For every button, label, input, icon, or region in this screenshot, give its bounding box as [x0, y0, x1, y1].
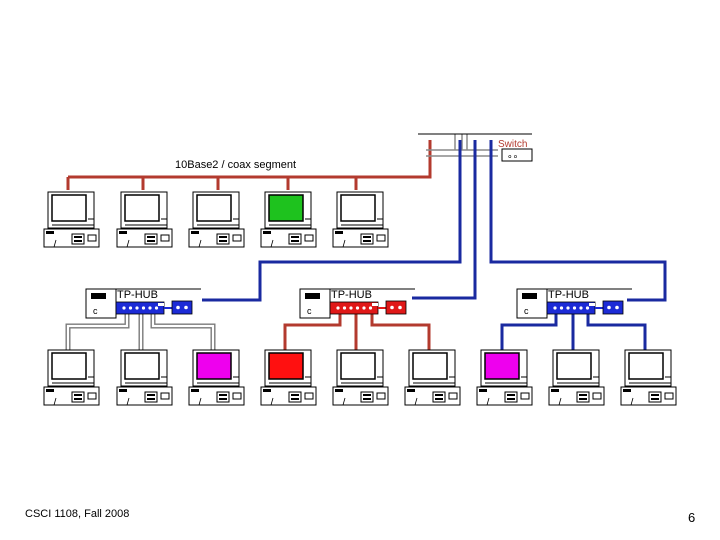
computer-bottom-7 [476, 349, 533, 406]
footer-course: CSCI 1108, Fall 2008 [25, 508, 130, 520]
monitor-screen [268, 194, 304, 222]
switch-device: ∘∘ [418, 133, 533, 162]
hub3-link-3 [586, 305, 647, 350]
computer-top-3 [188, 191, 245, 248]
network-cables [65, 134, 667, 350]
monitor-screen [340, 352, 376, 380]
monitor-screen [124, 352, 160, 380]
svg-text:c: c [524, 306, 529, 316]
monitor-screen [628, 352, 664, 380]
monitor-screen [51, 352, 87, 380]
computer-bottom-8 [548, 349, 605, 406]
monitor-screen [196, 352, 232, 380]
hub1-link-3 [150, 305, 216, 350]
hub3-link-1 [500, 305, 558, 350]
hub2-link-3 [370, 305, 431, 350]
computer-bottom-3 [188, 349, 245, 406]
switch-label: Switch [498, 139, 527, 150]
tp-hub-3: c TP-HUB [516, 288, 632, 319]
computer-top-4 [260, 191, 317, 248]
monitor-screen [412, 352, 448, 380]
computer-bottom-6 [404, 349, 461, 406]
monitor-screen [484, 352, 520, 380]
monitor-screen [340, 194, 376, 222]
hub-label: TP-HUB [117, 289, 158, 301]
monitor-screen [268, 352, 304, 380]
computer-bottom-1 [43, 349, 100, 406]
computer-bottom-5 [332, 349, 389, 406]
computer-bottom-9 [620, 349, 677, 406]
hub2-link-1 [283, 305, 342, 350]
tp-hub-1: c TP-HUB [85, 288, 201, 319]
monitor-screen [124, 194, 160, 222]
page-number: 6 [688, 510, 696, 525]
computer-top-5 [332, 191, 389, 248]
hub-label: TP-HUB [548, 289, 589, 301]
uplink-hub-2 [412, 140, 477, 300]
uplink-hub-3 [489, 140, 667, 302]
computer-bottom-2 [116, 349, 173, 406]
hub1-link-1 [65, 305, 130, 350]
computer-top-2 [116, 191, 173, 248]
svg-text:∘∘: ∘∘ [507, 151, 518, 161]
svg-text:c: c [93, 306, 98, 316]
network-devices: ∘∘ c TP-HUB c TP-HUB c TP-HUB [43, 133, 677, 406]
tp-hub-2: c TP-HUB [299, 288, 415, 319]
monitor-screen [196, 194, 232, 222]
computer-top-1 [43, 191, 100, 248]
monitor-screen [556, 352, 592, 380]
coax-segment-label: 10Base2 / coax segment [175, 159, 296, 171]
svg-text:c: c [307, 306, 312, 316]
uplink-hub-1 [202, 140, 462, 302]
coax-segment-line [68, 140, 432, 179]
computer-bottom-4 [260, 349, 317, 406]
monitor-screen [51, 194, 87, 222]
hub-label: TP-HUB [331, 289, 372, 301]
